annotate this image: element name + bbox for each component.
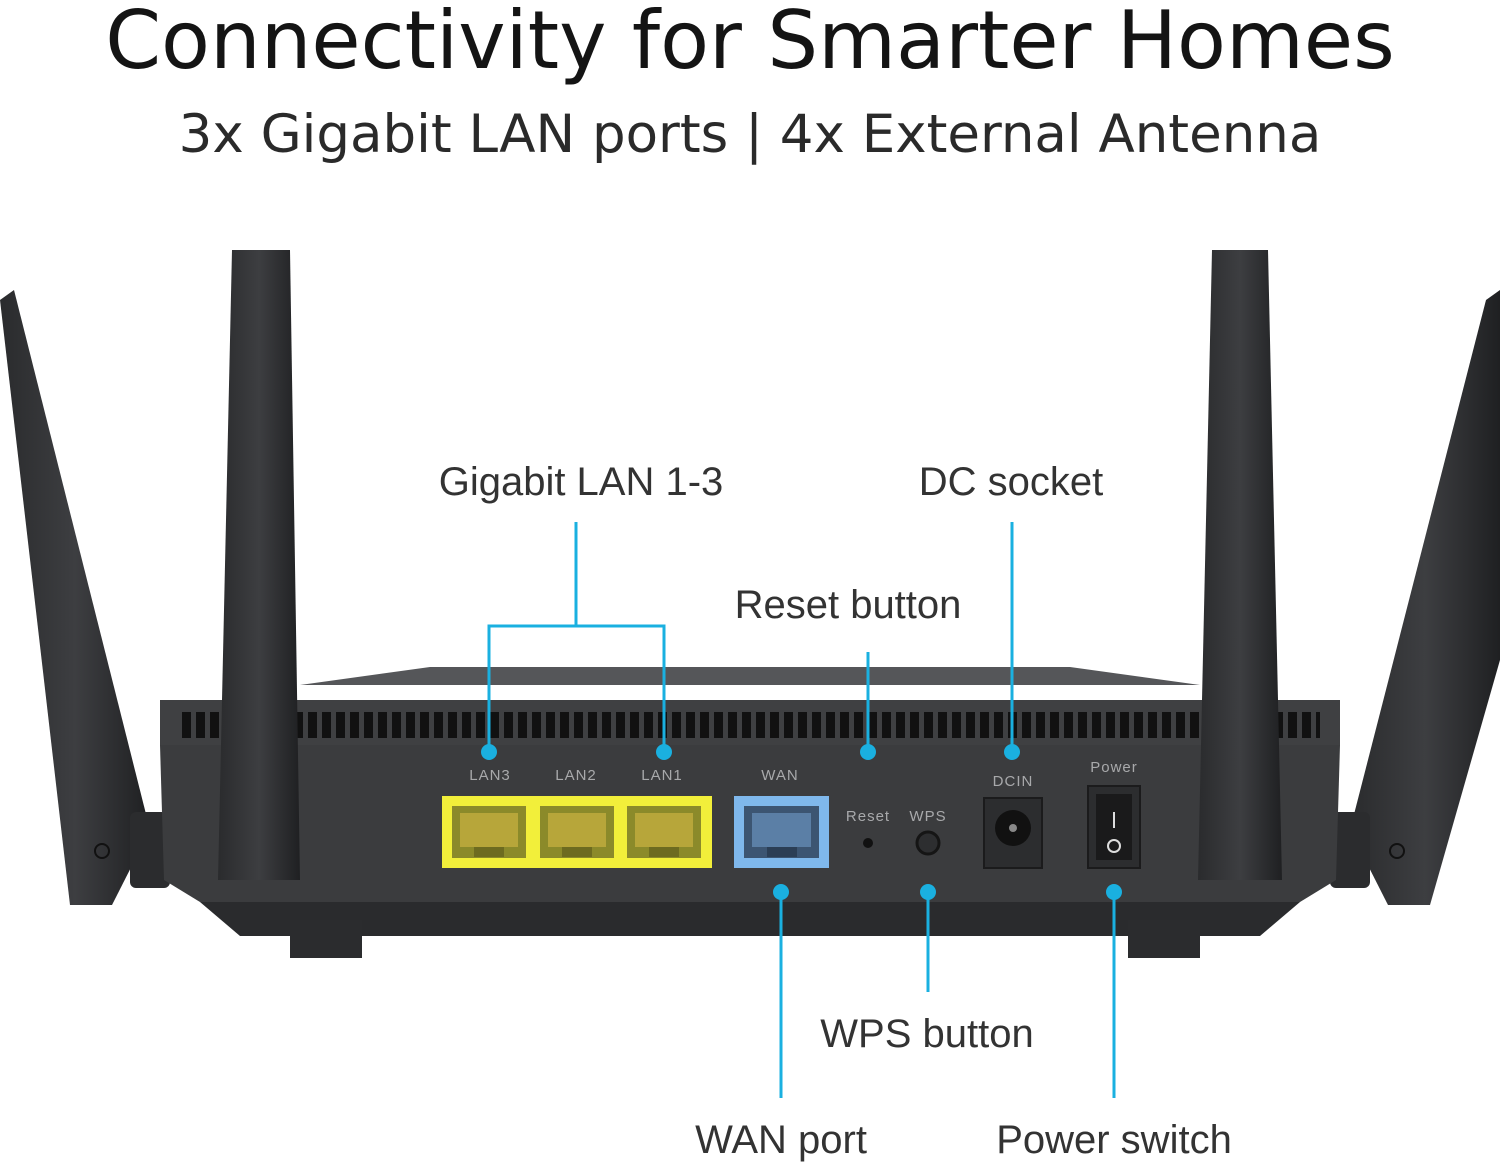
antenna-left-outer: [0, 290, 170, 905]
callout-lines: [487, 522, 1116, 1098]
panel-label-power: Power: [1090, 759, 1138, 776]
reset-pinhole: [863, 838, 873, 848]
panel-label-lan3: LAN3: [469, 767, 511, 784]
callout-power-switch: Power switch: [996, 1118, 1232, 1162]
antenna-right-inner: [1198, 250, 1282, 880]
lan3-port: [452, 806, 526, 858]
callout-dots: [481, 744, 1122, 900]
lan-port-block: [442, 796, 712, 868]
callout-dc-socket: DC socket: [918, 460, 1104, 504]
power-switch: [1087, 785, 1141, 869]
panel-label-reset: Reset: [846, 808, 890, 825]
page-subtitle: 3x Gigabit LAN ports | 4x External Anten…: [178, 104, 1322, 165]
callout-reset-button: Reset button: [734, 583, 962, 627]
callout-wan-port: WAN port: [695, 1118, 867, 1162]
wan-port: [734, 796, 829, 868]
antenna-left-inner: [218, 250, 300, 880]
lan-bracket-line: [487, 522, 578, 752]
lan2-port: [540, 806, 614, 858]
wps-button: [915, 830, 941, 856]
antenna-right-outer: [1330, 290, 1500, 905]
panel-label-lan1: LAN1: [641, 767, 683, 784]
panel-label-wps: WPS: [909, 808, 946, 825]
lan1-port: [627, 806, 701, 858]
callout-wps-button: WPS button: [820, 1012, 1034, 1056]
panel-label-lan2: LAN2: [555, 767, 597, 784]
callout-lan: Gigabit LAN 1-3: [438, 460, 724, 504]
dc-socket: [983, 797, 1043, 869]
lan-bracket-line-right: [576, 624, 666, 752]
page-title: Connectivity for Smarter Homes: [105, 0, 1395, 87]
panel-label-wan: WAN: [761, 767, 798, 784]
panel-label-dcin: DCIN: [993, 773, 1034, 790]
